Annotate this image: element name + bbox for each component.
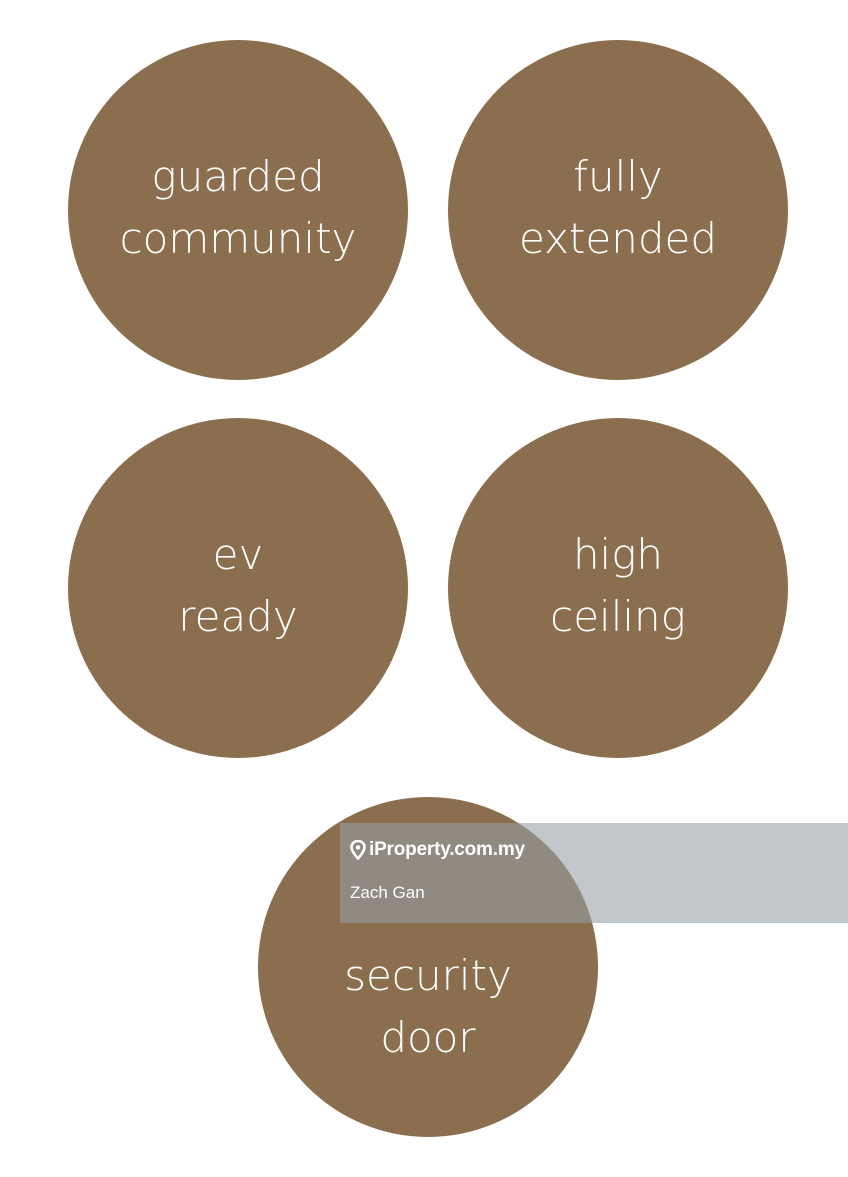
feature-label-line2: community xyxy=(119,214,357,263)
watermark-brand-text: iProperty.com.my xyxy=(369,839,525,860)
watermark-overlay: iProperty.com.my Zach Gan xyxy=(340,823,848,923)
feature-circle-fully-extended: fully extended xyxy=(448,40,788,380)
feature-circle-guarded-community: guarded community xyxy=(68,40,408,380)
location-pin-icon xyxy=(350,840,366,860)
feature-label-line2: ceiling xyxy=(550,592,686,641)
feature-circle-high-ceiling: high ceiling xyxy=(448,418,788,758)
feature-label-line2: ready xyxy=(178,592,298,641)
feature-label-line1: security xyxy=(344,951,512,1000)
feature-label-line1: high xyxy=(572,530,664,579)
feature-label-line1: ev xyxy=(212,530,264,579)
feature-label-line1: fully xyxy=(573,152,663,201)
feature-label-line1: guarded xyxy=(151,152,325,201)
watermark-brand: iProperty.com.my xyxy=(350,839,525,861)
watermark-agent-name: Zach Gan xyxy=(350,883,425,902)
feature-label-line2: door xyxy=(380,1013,476,1062)
feature-circle-ev-ready: ev ready xyxy=(68,418,408,758)
feature-label-line2: extended xyxy=(518,214,718,263)
